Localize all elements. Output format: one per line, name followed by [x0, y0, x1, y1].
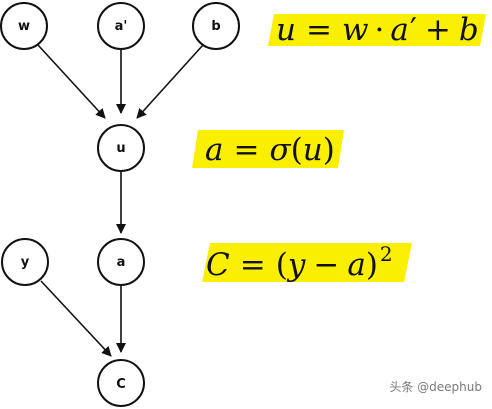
equation-C-highlight — [202, 243, 412, 282]
node-C: C — [97, 359, 145, 407]
equation-a-text: a=σ(u) — [205, 132, 335, 168]
edge-y-to-C — [40, 280, 112, 357]
equation-a: a=σ(u) — [192, 130, 344, 168]
equation-u: u=w·a′+b — [268, 12, 486, 48]
svg-text:y: y — [21, 255, 30, 270]
node-w: w — [0, 2, 48, 50]
svg-text:a: a — [117, 255, 126, 270]
svg-text:u: u — [116, 141, 125, 156]
node-a-prime: a' — [97, 2, 145, 50]
svg-text:w: w — [18, 19, 30, 34]
equation-u-text: u=w·a′+b — [276, 12, 479, 48]
equation-C-text: C=(y−a)2 — [206, 242, 393, 283]
equation-a-highlight — [192, 130, 344, 168]
svg-text:C: C — [116, 377, 126, 392]
node-y: y — [1, 238, 49, 286]
svg-text:b: b — [211, 19, 220, 34]
node-a: a — [97, 238, 145, 286]
svg-text:a': a' — [115, 19, 128, 34]
equation-u-highlight — [268, 14, 486, 46]
edge-w-to-u — [37, 44, 106, 119]
equation-C: C=(y−a)2 — [202, 242, 412, 283]
node-b: b — [192, 2, 240, 50]
edge-b-to-u — [136, 44, 204, 119]
watermark-text: 头条 @deephub — [389, 380, 482, 394]
node-u: u — [97, 124, 145, 172]
